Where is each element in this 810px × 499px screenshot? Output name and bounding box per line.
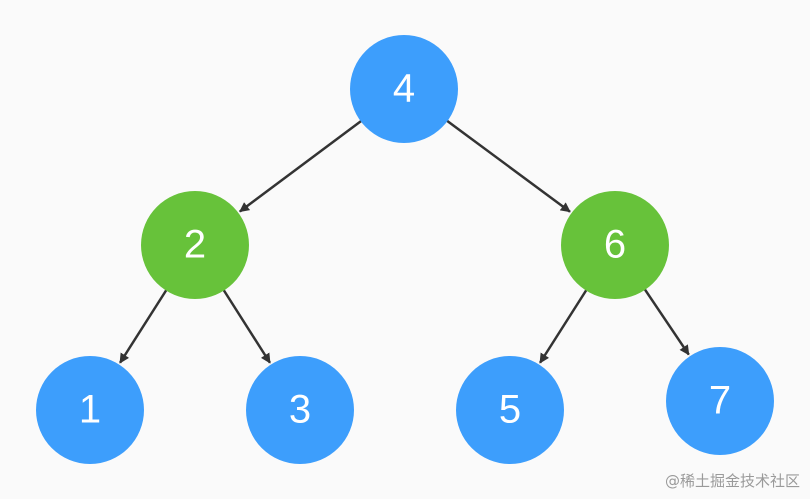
- edge-n6-n5: [539, 288, 589, 364]
- node-circle-3: [246, 356, 354, 464]
- node-circle-5: [456, 356, 564, 464]
- node-circle-4: [350, 35, 458, 143]
- node-label-6: 6: [604, 223, 626, 267]
- watermark-text: @稀土掘金技术社区: [664, 472, 800, 490]
- tree-node-2: 2: [141, 191, 249, 299]
- tree-node-5: 5: [456, 356, 564, 464]
- edge-n2-n3: [221, 288, 271, 364]
- node-circle-1: [36, 356, 144, 464]
- tree-node-3: 3: [246, 356, 354, 464]
- tree-node-6: 6: [561, 191, 669, 299]
- node-circle-7: [666, 347, 774, 455]
- tree-node-7: 7: [666, 347, 774, 455]
- nodes-layer: 4 2 6 1 3 5 7: [36, 35, 774, 464]
- node-circle-2: [141, 191, 249, 299]
- node-label-7: 7: [709, 379, 731, 423]
- node-circle-6: [561, 191, 669, 299]
- edge-n4-n6: [445, 118, 571, 213]
- node-label-1: 1: [79, 388, 101, 432]
- node-label-5: 5: [499, 388, 521, 432]
- edge-n6-n7: [642, 287, 690, 356]
- node-label-3: 3: [289, 388, 311, 432]
- edge-n2-n1: [119, 288, 169, 364]
- edges-layer: [119, 118, 690, 364]
- tree-node-1: 1: [36, 356, 144, 464]
- tree-node-4: 4: [350, 35, 458, 143]
- node-label-2: 2: [184, 223, 206, 267]
- node-label-4: 4: [393, 67, 415, 111]
- edge-n4-n2: [239, 119, 364, 213]
